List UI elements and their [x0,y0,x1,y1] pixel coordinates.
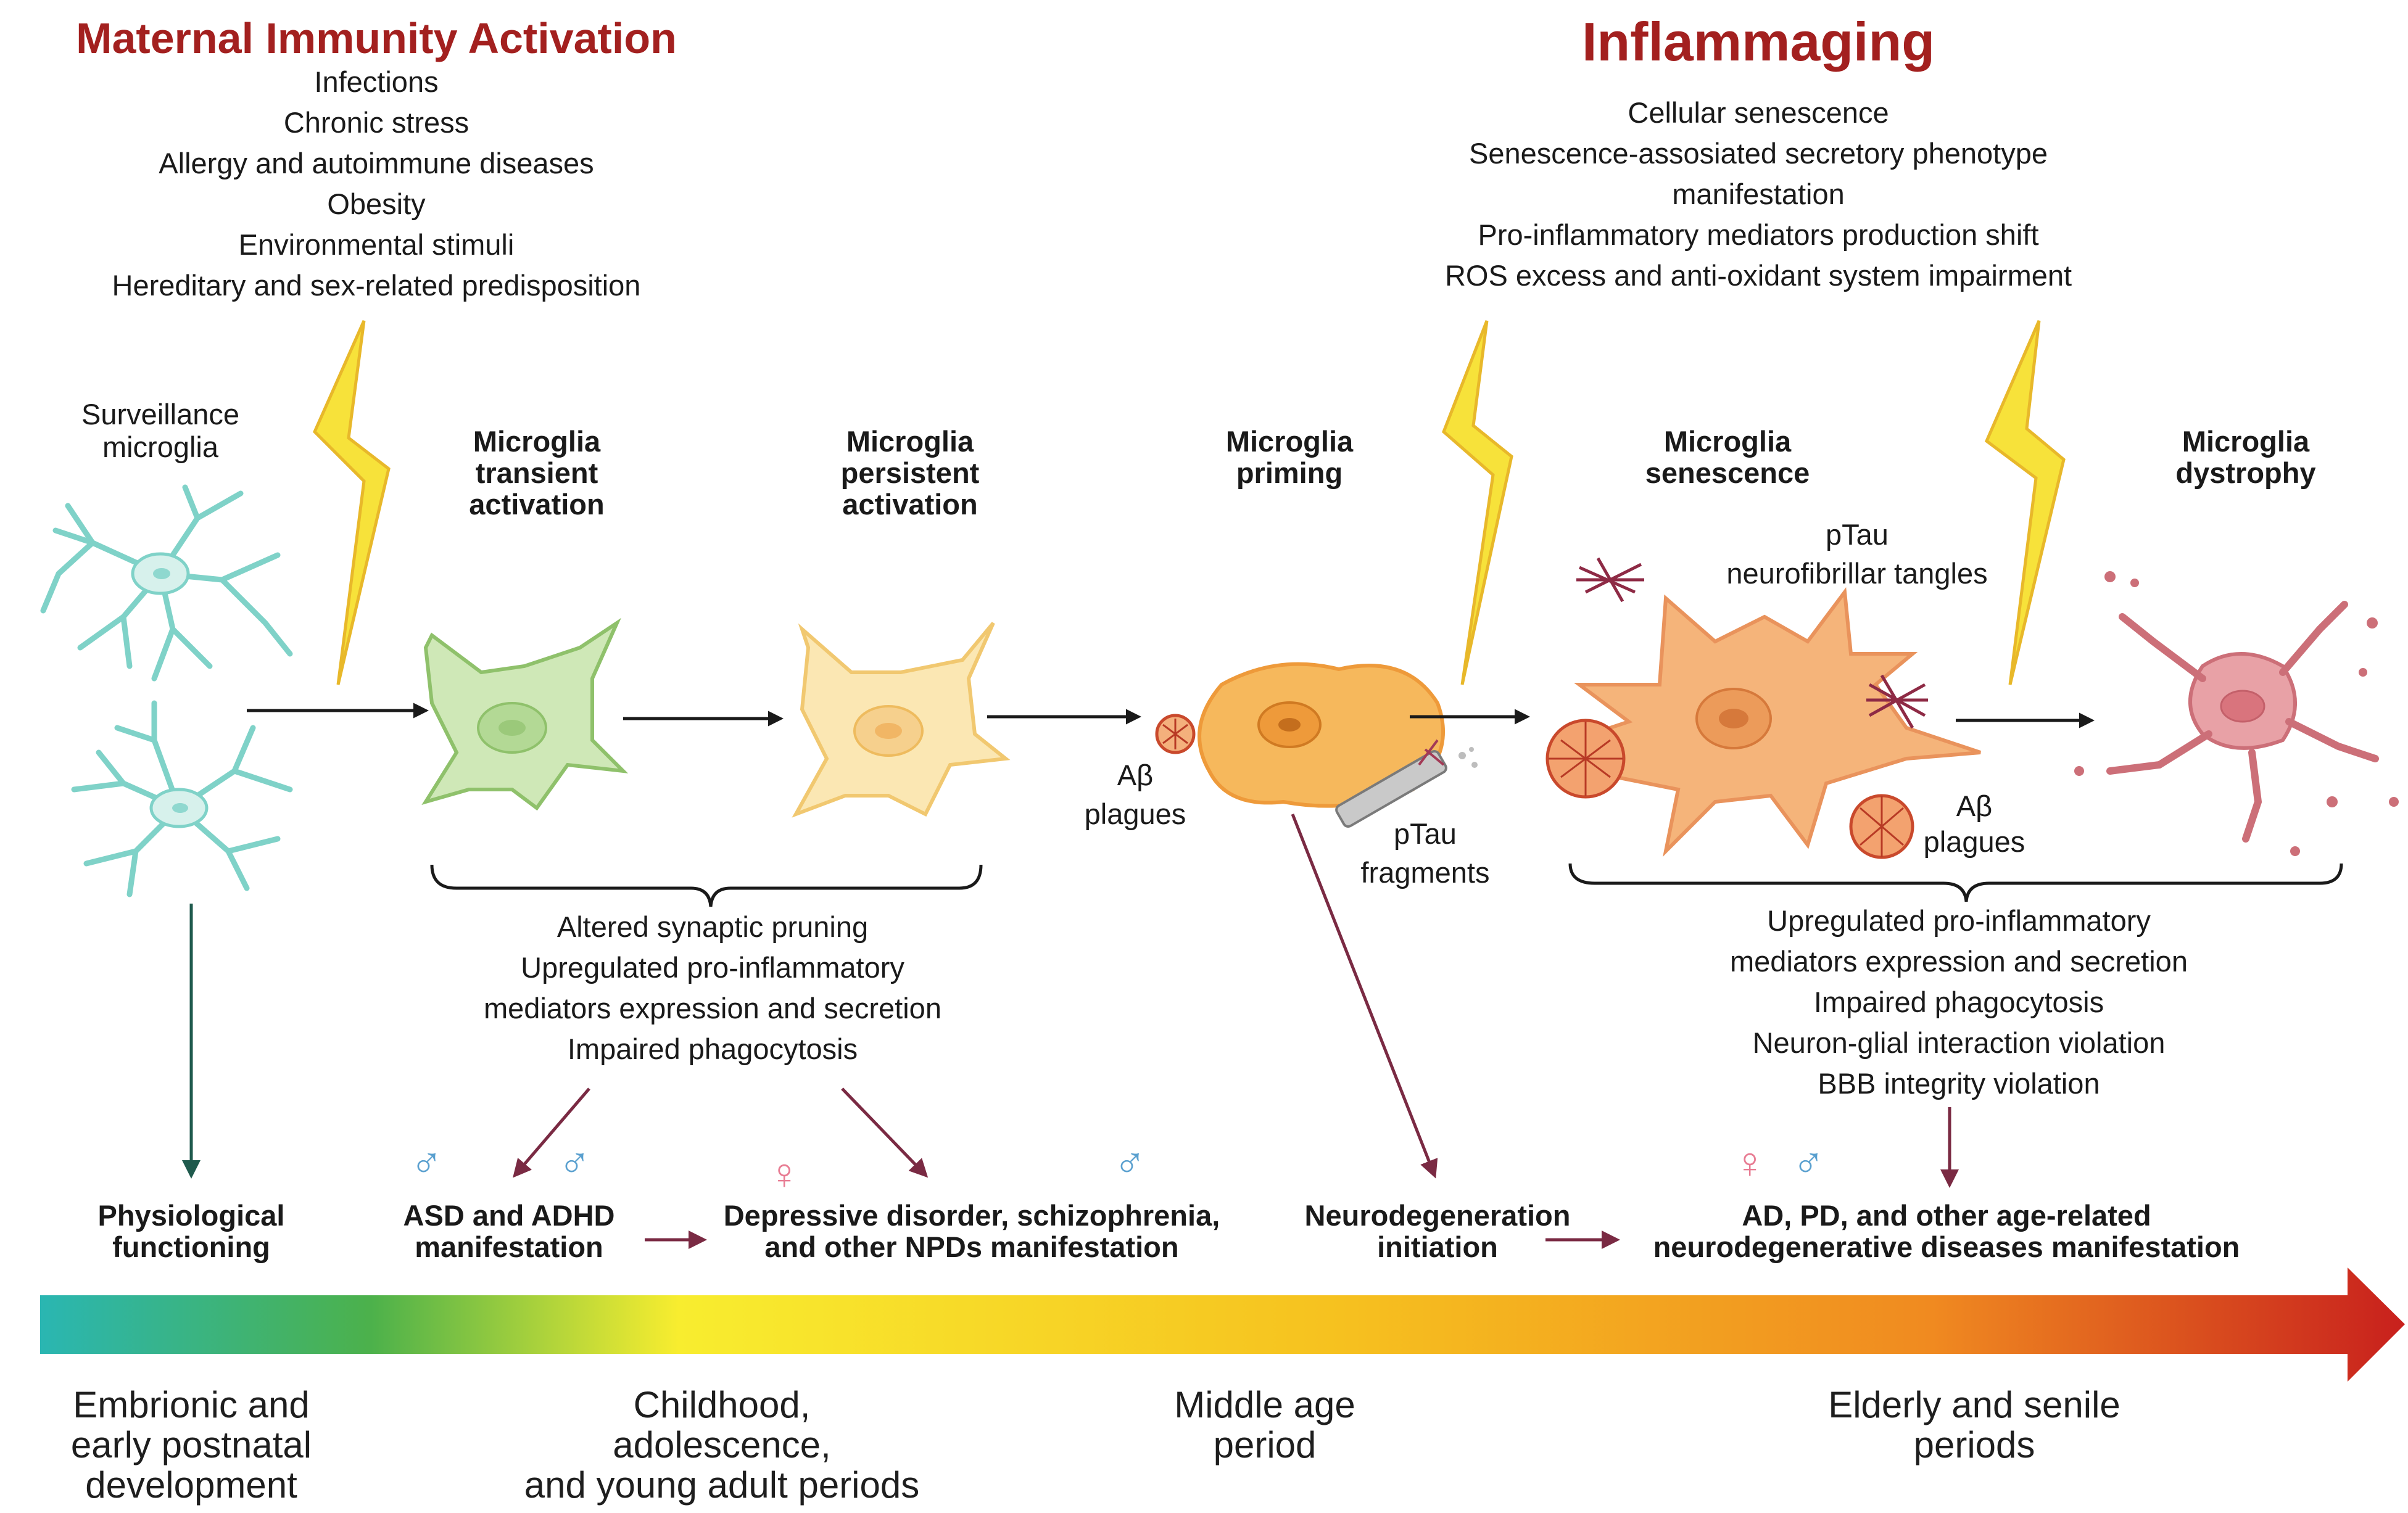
effect-item: Upregulated pro-inflammatory [521,951,904,984]
timeline-arrow [40,1268,2405,1382]
inflammaging-item: Pro-inflammatory mediators production sh… [1478,218,2039,251]
arrow-to-neurodegeneration [1291,814,1438,1179]
female-symbol-icon: ♀ [768,1150,801,1198]
male-symbol-icon: ♂ [558,1139,591,1187]
period-childhood: Childhood, adolescence, and young adult … [524,1384,920,1506]
label-ptau-fragments: pTau fragments [1360,817,1490,889]
maternal-title: Maternal Immunity Activation [76,14,677,62]
brace-late-effects [1568,863,2343,902]
maternal-item: Environmental stimuli [238,228,515,261]
stage-label-surveillance: Surveillance microglia [81,398,240,463]
effect-item: mediators expression and secretion [1730,945,2188,978]
outcome-neurodegeneration: Neurodegeneration initiation [1304,1199,1571,1263]
effects-early: Altered synaptic pruning Upregulated pro… [395,907,1030,1070]
maternal-item: Obesity [327,188,426,220]
arrow-to-depressive [841,1087,929,1178]
outcome-depressive: Depressive disorder, schizophrenia, and … [723,1199,1220,1263]
effect-item: Impaired phagocytosis [1813,986,2104,1018]
outcome-asd-adhd: ASD and ADHD manifestation [403,1199,615,1263]
effect-item: mediators expression and secretion [484,992,941,1024]
inflammaging-item: ROS excess and anti-oxidant system impai… [1444,259,2072,292]
abeta-plaque-senescence-1 [1545,719,1626,799]
dystrophy-microglia [2074,571,2399,856]
male-symbol-icon: ♂ [410,1139,443,1187]
effects-late: Upregulated pro-inflammatory mediators e… [1641,901,2277,1104]
inflammaging-item: manifestation [1672,178,1845,210]
inflammaging-title: Inflammaging [1581,11,1935,72]
stage-label-senescence: Microglia senescence [1645,425,1810,489]
ptau-fragment [1335,739,1478,828]
label-abeta-priming: Aβ plagues [1084,759,1186,830]
outcome-physiological: Physiological functioning [97,1199,285,1263]
stage-label-transient: Microglia transient activation [469,425,605,521]
lightning-bolt-inflammaging-2 [1984,320,2066,685]
lightning-bolt-inflammaging-1 [1442,320,1513,685]
inflammaging-items: Cellular senescence Senescence-assosiate… [1357,93,2159,296]
abeta-plaque-priming [1155,714,1196,754]
persistent-activation-microglia [792,622,1011,818]
period-elderly: Elderly and senile periods [1828,1384,2120,1466]
label-ptau-tangles: pTau neurofibrillar tangles [1726,518,1988,590]
effect-item: Upregulated pro-inflammatory [1767,904,2151,937]
effect-item: BBB integrity violation [1818,1067,2100,1100]
stage-label-persistent: Microglia persistent activation [840,425,980,521]
surveillance-microglia-cell-2 [71,700,293,897]
stage-label-dystrophy: Microglia dystrophy [2175,425,2316,489]
abeta-plaque-senescence-2 [1849,794,1914,859]
label-abeta-senescence: Aβ plagues [1923,789,2025,858]
priming-microglia [1198,662,1445,808]
maternal-item: Allergy and autoimmune diseases [159,147,594,179]
lightning-bolt-maternal [313,320,391,685]
transient-activation-microglia [421,617,629,811]
surveillance-microglia-cell-1 [40,484,293,682]
stage-label-priming: Microglia priming [1225,425,1354,489]
brace-early-effects [430,864,983,907]
maternal-item: Hereditary and sex-related predispositio… [112,269,641,302]
tau-tangle-1 [1576,557,1644,603]
effect-item: Impaired phagocytosis [567,1033,858,1065]
maternal-items: Infections Chronic stress Allergy and au… [68,62,685,306]
inflammaging-item: Senescence-assosiated secretory phenotyp… [1469,137,2048,170]
outcome-ad-pd: AD, PD, and other age-related neurodegen… [1653,1199,2240,1263]
male-symbol-icon: ♂ [1114,1139,1146,1187]
inflammaging-item: Cellular senescence [1628,96,1889,129]
female-symbol-icon: ♀ [1734,1139,1766,1187]
tau-tangle-2 [1866,674,1928,729]
effect-item: Altered synaptic pruning [556,910,869,943]
maternal-item: Infections [314,65,439,98]
arrow-to-asd [513,1087,590,1178]
period-embryonic: Embrionic and early postnatal developmen… [70,1384,312,1506]
effect-item: Neuron-glial interaction violation [1752,1026,2166,1059]
maternal-item: Chronic stress [283,106,470,139]
male-symbol-icon: ♂ [1792,1139,1825,1187]
period-middle-age: Middle age period [1174,1384,1355,1466]
